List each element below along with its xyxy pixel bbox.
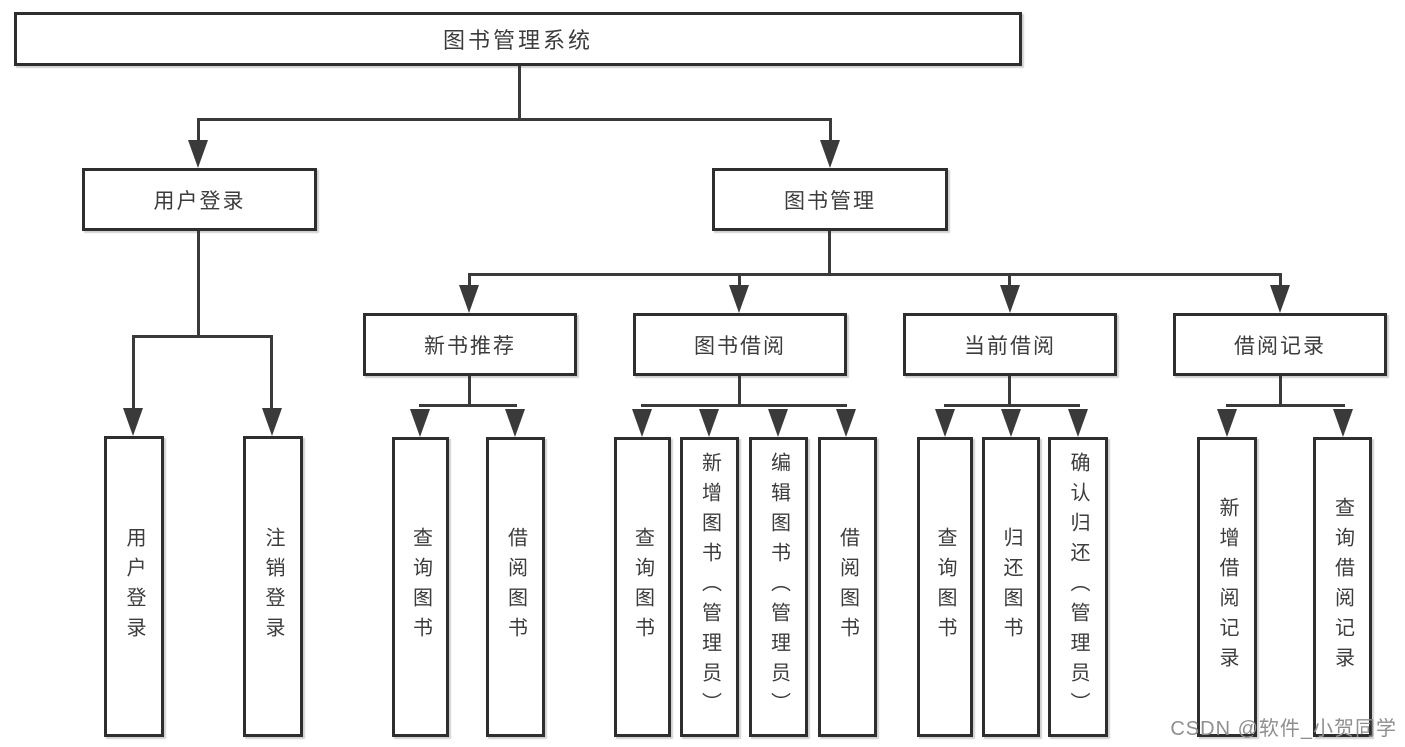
leaf-return-books: 归还图书 <box>982 437 1040 737</box>
connector-arrow-down <box>410 409 430 437</box>
connector-vline <box>468 376 471 406</box>
node-label: 查询图书 <box>934 527 956 647</box>
leaf-borrow-books: 借阅图书 <box>818 437 877 737</box>
connector-arrow-down <box>188 140 208 168</box>
leaf-query-borrow-record: 查询借阅记录 <box>1313 437 1372 737</box>
node-label: 借阅图书 <box>836 527 859 647</box>
connector-hline <box>419 404 517 407</box>
connector-arrow-down <box>459 285 479 313</box>
connector-vline <box>468 273 471 287</box>
connector-arrow-down <box>1000 285 1020 313</box>
connector-arrow-down <box>729 285 749 313</box>
node-current-borrow: 当前借阅 <box>903 313 1117 376</box>
connector-hline <box>197 118 832 121</box>
connector-vline <box>828 231 831 273</box>
node-library-management-system: 图书管理系统 <box>14 12 1022 66</box>
connector-arrow-down <box>632 409 652 437</box>
node-label: 图书管理系统 <box>442 28 593 53</box>
connector-arrow-down <box>1217 409 1237 437</box>
node-label: 确认归还（管理员） <box>1067 452 1089 722</box>
node-new-book-recommend: 新书推荐 <box>363 313 577 376</box>
leaf-query-books-recommend: 查询图书 <box>392 437 449 737</box>
connector-arrow-down <box>699 409 719 437</box>
connector-vline <box>1279 376 1282 406</box>
node-book-borrow: 图书借阅 <box>633 313 847 376</box>
node-label: 图书借阅 <box>694 334 786 358</box>
node-label: 借阅记录 <box>1234 334 1326 358</box>
connector-arrow-down <box>820 140 840 168</box>
connector-vline <box>132 335 135 411</box>
node-user-login: 用户登录 <box>82 168 317 231</box>
leaf-query-books-current: 查询图书 <box>917 437 973 737</box>
node-label: 归还图书 <box>1000 527 1022 647</box>
connector-vline <box>829 118 832 144</box>
connector-hline <box>1226 404 1345 407</box>
leaf-add-books-admin: 新增图书（管理员） <box>680 437 739 737</box>
node-label: 编辑图书（管理员） <box>767 452 790 722</box>
connector-vline <box>197 231 200 335</box>
node-label: 注销登录 <box>262 526 284 647</box>
node-label: 借阅图书 <box>504 527 527 647</box>
node-label: 查询图书 <box>631 527 654 647</box>
leaf-edit-books-admin: 编辑图书（管理员） <box>749 437 808 737</box>
connector-arrow-down <box>505 409 525 437</box>
connector-arrow-down <box>123 408 143 436</box>
leaf-borrow-books-recommend: 借阅图书 <box>486 437 545 737</box>
connector-arrow-down <box>1270 285 1290 313</box>
connector-vline <box>518 66 521 118</box>
node-label: 新增借阅记录 <box>1216 497 1238 677</box>
connector-vline <box>197 118 200 144</box>
node-label: 查询借阅记录 <box>1331 497 1354 677</box>
connector-hline <box>132 335 273 338</box>
connector-arrow-down <box>262 408 282 436</box>
connector-hline <box>468 273 1282 276</box>
node-label: 新书推荐 <box>424 334 516 358</box>
node-label: 新增图书（管理员） <box>698 452 721 722</box>
connector-vline <box>270 335 273 411</box>
node-label: 用户登录 <box>153 189 246 213</box>
node-borrow-records: 借阅记录 <box>1173 313 1387 376</box>
leaf-query-books-borrow: 查询图书 <box>614 437 671 737</box>
connector-hline <box>641 404 847 407</box>
leaf-logout-login: 注销登录 <box>243 436 303 737</box>
node-label: 查询图书 <box>409 527 432 647</box>
leaf-add-borrow-record: 新增借阅记录 <box>1197 437 1257 737</box>
connector-arrow-down <box>836 409 856 437</box>
connector-arrow-down <box>935 409 955 437</box>
connector-vline <box>738 273 741 287</box>
csdn-watermark: CSDN @软件_小贺同学 <box>1170 718 1397 740</box>
connector-arrow-down <box>1068 409 1088 437</box>
connector-arrow-down <box>768 409 788 437</box>
connector-arrow-down <box>1333 409 1353 437</box>
connector-vline <box>1008 273 1011 287</box>
connector-vline <box>1279 273 1282 287</box>
node-label: 当前借阅 <box>964 334 1056 358</box>
connector-arrow-down <box>1001 409 1021 437</box>
connector-vline <box>738 376 741 406</box>
node-label: 图书管理 <box>784 189 876 213</box>
connector-hline <box>944 404 1080 407</box>
node-book-management: 图书管理 <box>712 168 948 231</box>
connector-vline <box>1008 376 1011 406</box>
leaf-confirm-return-admin: 确认归还（管理员） <box>1048 437 1108 737</box>
leaf-user-login: 用户登录 <box>104 436 164 737</box>
node-label: 用户登录 <box>123 526 145 647</box>
